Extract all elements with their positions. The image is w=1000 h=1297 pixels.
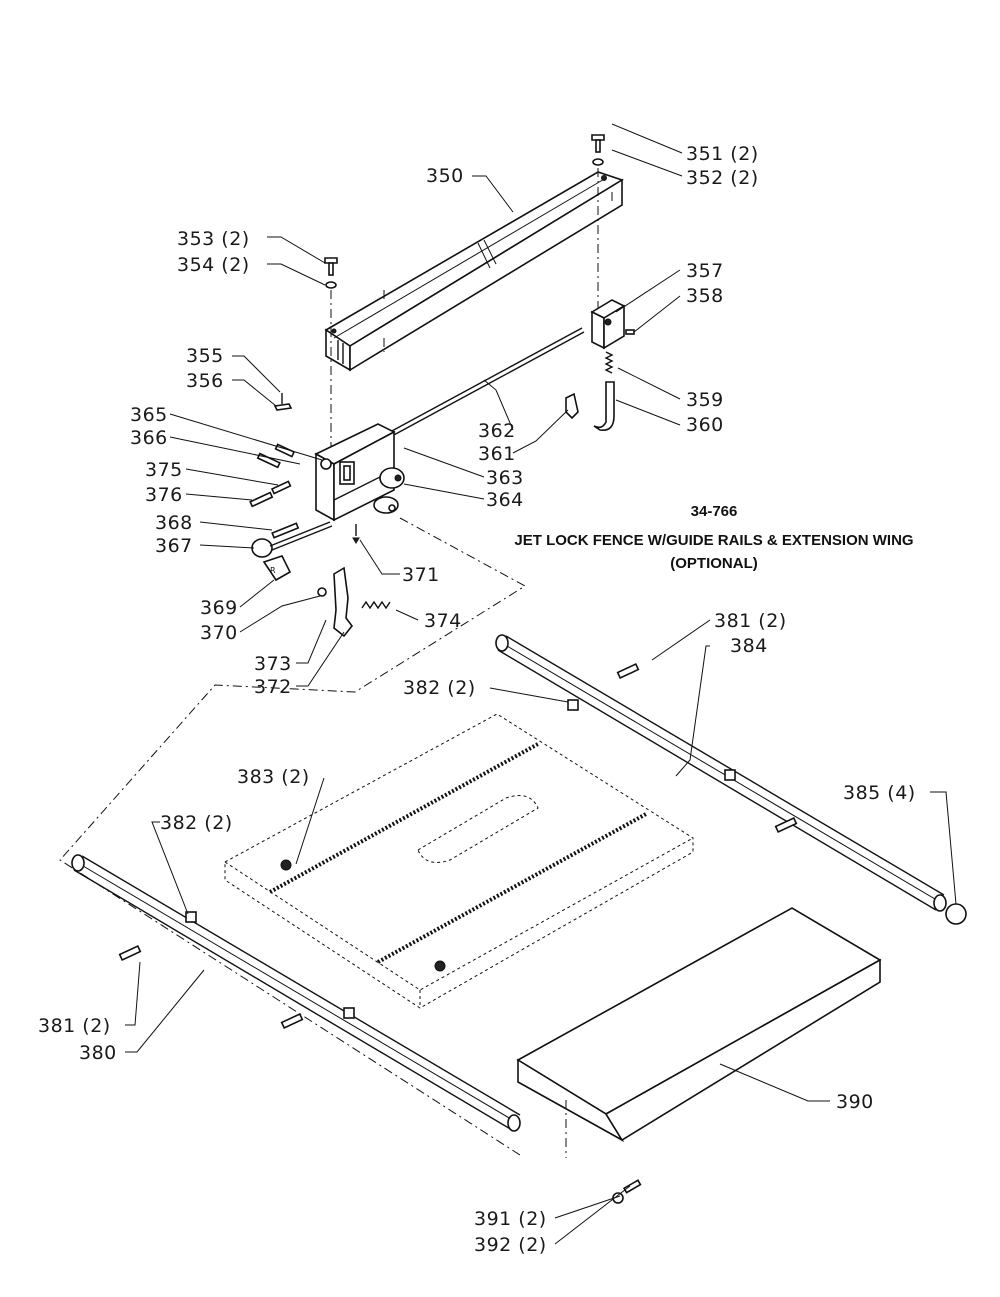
part-371-set-screw bbox=[352, 524, 360, 544]
part-381-screws-front bbox=[118, 944, 304, 1030]
part-367-368-lock-knob bbox=[251, 521, 333, 558]
callout-381-rear: 381 (2) bbox=[714, 610, 787, 632]
part-385-end-cap bbox=[945, 903, 967, 925]
diagram-title: JET LOCK FENCE W/GUIDE RAILS & EXTENSION… bbox=[514, 532, 913, 549]
callout-385: 385 (4) bbox=[843, 782, 916, 804]
assembly-boundary-line bbox=[59, 517, 526, 1156]
callout-367: 367 bbox=[155, 535, 193, 557]
part-362-rod bbox=[389, 327, 585, 437]
callout-366: 366 bbox=[130, 427, 168, 449]
part-350-fence-bar bbox=[324, 171, 624, 372]
callout-353: 353 (2) bbox=[177, 228, 250, 250]
callout-359: 359 bbox=[686, 389, 724, 411]
callout-375: 375 bbox=[145, 459, 183, 481]
part-380-front-rail bbox=[71, 854, 521, 1132]
part-365-366-375-376-pins bbox=[249, 443, 296, 508]
callout-352: 352 (2) bbox=[686, 167, 759, 189]
callout-364: 364 bbox=[486, 489, 524, 511]
part-360-hook bbox=[593, 381, 615, 432]
callout-382-front: 382 (2) bbox=[160, 812, 233, 834]
callout-380: 380 bbox=[79, 1042, 117, 1064]
leader-lines bbox=[125, 123, 957, 1245]
callout-labels: 351 (2) 352 (2) 350 353 (2) 354 (2) 357 … bbox=[38, 143, 916, 1256]
callout-351: 351 (2) bbox=[686, 143, 759, 165]
part-364-knob bbox=[379, 467, 405, 489]
part-381-screws-rear bbox=[616, 662, 798, 834]
callout-371: 371 bbox=[402, 564, 440, 586]
part-390-extension-wing bbox=[516, 907, 882, 1143]
part-363-fence-head bbox=[314, 423, 399, 522]
part-369-370-cam-handle: R bbox=[262, 555, 292, 582]
part-374-spring bbox=[361, 600, 391, 610]
callout-392: 392 (2) bbox=[474, 1234, 547, 1256]
callout-365: 365 bbox=[130, 404, 168, 426]
callout-373: 373 bbox=[254, 653, 292, 675]
callout-372: 372 bbox=[254, 676, 292, 698]
callout-358: 358 bbox=[686, 285, 724, 307]
callout-368: 368 bbox=[155, 512, 193, 534]
callout-391: 391 (2) bbox=[474, 1208, 547, 1230]
saw-table-outline bbox=[224, 713, 694, 1009]
callout-357: 357 bbox=[686, 260, 724, 282]
callout-361: 361 bbox=[478, 443, 516, 465]
callout-363: 363 bbox=[486, 467, 524, 489]
callout-376: 376 bbox=[145, 484, 183, 506]
part-372-373-lever bbox=[317, 566, 354, 638]
callout-355: 355 bbox=[186, 345, 224, 367]
svg-text:R: R bbox=[270, 566, 276, 575]
callout-362: 362 bbox=[478, 420, 516, 442]
callout-374: 374 bbox=[424, 610, 462, 632]
callout-360: 360 bbox=[686, 414, 724, 436]
callout-384: 384 bbox=[730, 635, 768, 657]
part-361-clip bbox=[565, 392, 579, 420]
callout-381-front: 381 (2) bbox=[38, 1015, 111, 1037]
part-359-spring bbox=[604, 351, 614, 374]
callout-382-rear: 382 (2) bbox=[403, 677, 476, 699]
callout-369: 369 bbox=[200, 597, 238, 619]
callout-354: 354 (2) bbox=[177, 254, 250, 276]
callout-370: 370 bbox=[200, 622, 238, 644]
part-353-354-screw-washer bbox=[324, 257, 338, 450]
callout-383: 383 (2) bbox=[237, 766, 310, 788]
diagram-subtitle: (OPTIONAL) bbox=[670, 555, 758, 572]
part-382-spacers-rear bbox=[567, 699, 736, 781]
callout-350: 350 bbox=[426, 165, 464, 187]
part-391-392-screw-washer bbox=[565, 1100, 642, 1204]
part-382-spacers-front bbox=[185, 911, 355, 1019]
part-384-rear-rail bbox=[495, 634, 947, 912]
callout-390: 390 bbox=[836, 1091, 874, 1113]
part-355-356-screw bbox=[273, 393, 293, 411]
part-357-rear-bracket bbox=[590, 299, 635, 350]
model-number: 34-766 bbox=[691, 503, 738, 520]
part-351-352-screw-washer bbox=[591, 134, 605, 340]
callout-356: 356 bbox=[186, 370, 224, 392]
